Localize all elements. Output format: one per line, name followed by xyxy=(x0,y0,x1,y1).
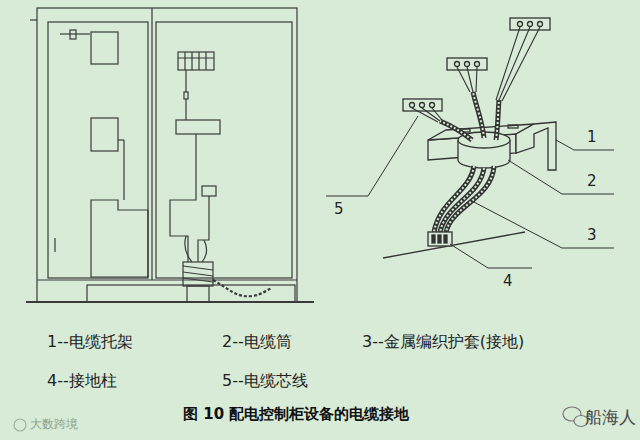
cable-tube xyxy=(183,262,213,286)
legend-line: 4--接地柱 xyxy=(47,371,117,390)
terminal-screw xyxy=(518,22,523,27)
braid-pattern xyxy=(440,168,484,232)
wire xyxy=(198,196,209,262)
component xyxy=(91,32,118,64)
braided-cable xyxy=(440,168,484,232)
cabinet-drawing xyxy=(26,8,314,302)
cabinet-frame xyxy=(37,8,297,302)
wire xyxy=(118,139,124,140)
terminal-screw xyxy=(420,103,425,108)
braid-pattern xyxy=(473,92,484,138)
leader-line xyxy=(470,200,614,248)
ground-post xyxy=(444,235,447,243)
braided-cable xyxy=(440,121,472,140)
legend-line: 5--电缆芯线 xyxy=(222,371,308,390)
ground-post xyxy=(432,235,435,243)
legend-line: 1--电缆托架 xyxy=(47,332,133,351)
braided-cable xyxy=(446,166,494,232)
watermark-logo xyxy=(14,419,26,431)
left-door xyxy=(48,22,148,278)
braid-pattern xyxy=(440,121,472,140)
cable-tray-illustration xyxy=(383,18,556,258)
leader-line xyxy=(450,244,532,268)
ground-post xyxy=(438,235,441,243)
door-divider xyxy=(151,8,152,280)
terminal-screw xyxy=(538,22,543,27)
wire xyxy=(185,70,186,92)
leader-lines xyxy=(326,116,614,268)
callout-number: 2 xyxy=(587,172,597,190)
core-wire xyxy=(457,67,477,92)
component xyxy=(91,118,118,151)
base-line xyxy=(37,279,297,280)
component xyxy=(184,92,188,99)
terminal-screw xyxy=(528,22,533,27)
legend-line: 3--金属编织护套(接地) xyxy=(362,332,524,351)
caption: 图 10 配电控制柜设备的电缆接地 xyxy=(183,405,409,423)
callout-number: 4 xyxy=(503,272,513,290)
braided-cable xyxy=(496,100,499,140)
braid-pattern xyxy=(496,100,499,140)
terminal-block xyxy=(178,52,214,70)
braid xyxy=(183,266,213,282)
wire xyxy=(123,140,124,200)
leader-line xyxy=(326,116,418,196)
plinth xyxy=(87,285,295,302)
terminal-block xyxy=(403,99,442,111)
right-door xyxy=(156,22,292,278)
braid-pattern xyxy=(446,166,494,232)
watermark: 船海人 xyxy=(585,407,636,427)
watermark: 大数跨境 xyxy=(30,417,78,431)
terminal-line xyxy=(191,52,192,70)
terminal-line xyxy=(178,57,214,58)
component xyxy=(202,186,216,196)
ground-braid xyxy=(213,280,272,296)
leader-line xyxy=(556,140,614,150)
core-wire xyxy=(412,108,442,122)
callout-number: 1 xyxy=(587,128,597,146)
terminal-screw xyxy=(455,62,460,67)
floor-line xyxy=(26,301,314,303)
component xyxy=(91,200,148,277)
wire xyxy=(185,99,186,120)
cable-cores xyxy=(185,236,207,262)
terminal-line xyxy=(184,52,185,70)
bracket-arm xyxy=(516,122,556,170)
ground-terminal xyxy=(428,232,452,246)
wire xyxy=(170,134,196,262)
bracket-slot xyxy=(508,125,518,128)
braided-cable xyxy=(434,166,474,232)
callout-number: 3 xyxy=(587,226,597,244)
ground-plane xyxy=(383,232,525,258)
hinge-bar xyxy=(60,33,90,34)
door-handle xyxy=(54,238,55,252)
terminal-screw xyxy=(410,103,415,108)
braid-pattern xyxy=(434,166,474,232)
terminal-screw xyxy=(475,62,480,67)
frame-edge xyxy=(30,19,37,20)
terminal-screw xyxy=(465,62,470,67)
component xyxy=(176,120,220,134)
cable-tube xyxy=(187,286,209,302)
callout-number: 5 xyxy=(334,200,344,218)
terminal-screw xyxy=(430,103,435,108)
leader-line xyxy=(508,160,614,194)
terminal-line xyxy=(205,52,206,70)
terminal-line xyxy=(198,52,199,70)
legend-line: 2--电缆筒 xyxy=(222,332,292,351)
braided-cable xyxy=(473,92,484,138)
core-wire xyxy=(496,27,540,101)
